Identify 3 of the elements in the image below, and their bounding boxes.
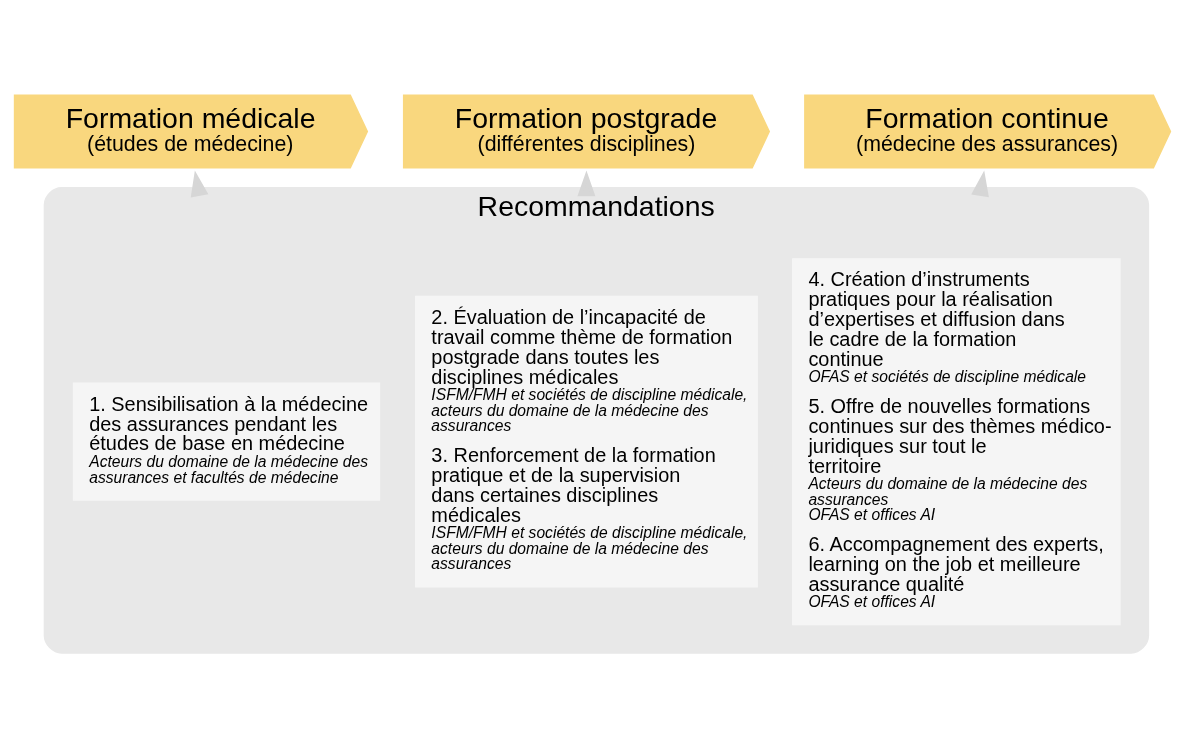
arrow bbox=[190, 170, 209, 198]
arrow bbox=[971, 170, 989, 198]
arrow bbox=[577, 170, 596, 197]
